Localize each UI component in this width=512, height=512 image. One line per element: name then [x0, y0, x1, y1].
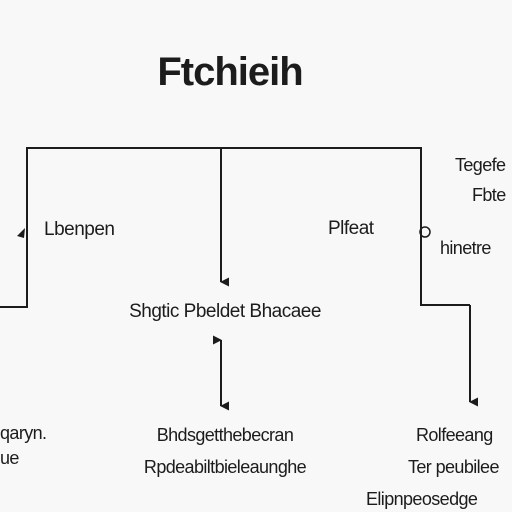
top-connector	[0, 147, 470, 308]
node-right: Plfeat	[328, 218, 374, 239]
edge-label-left-2: ue	[0, 448, 19, 468]
edge-label-left-1: qaryn.	[0, 423, 47, 443]
connector-knob-icon	[419, 226, 431, 238]
node-bottom-center-line1: Bhdsgetthebecran	[156, 425, 294, 445]
node-bottom-right-line3: Elipnpeosedge	[366, 489, 478, 509]
diagram-title: Ftchieih	[157, 50, 303, 94]
node-bottom-right-line1: Rolfeeang	[416, 425, 493, 445]
node-center: Shgtic Pbeldet Bhacaee	[129, 301, 321, 322]
edge-label-top-right-2: Fbte	[472, 185, 506, 205]
edge-label-top-right-1: Tegefe	[455, 155, 506, 175]
edge-label-mid-right: hinetre	[440, 238, 491, 258]
node-bottom-center-line2: Rpdeabiltbieleaunghe	[143, 457, 307, 477]
node-left: Lbenpen	[44, 219, 115, 240]
small-arrow-icon	[17, 228, 25, 238]
node-bottom-right-line2: Ter peubilee	[408, 457, 499, 477]
